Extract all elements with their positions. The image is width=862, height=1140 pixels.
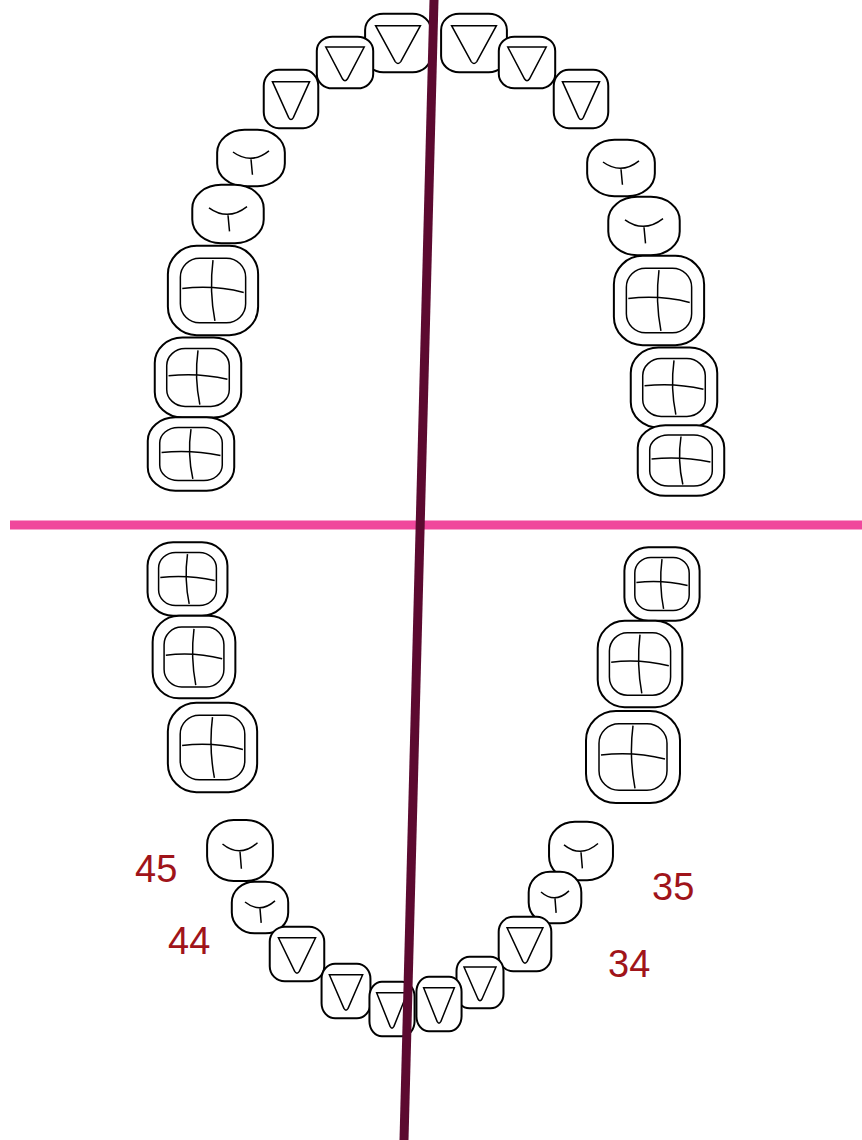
- tooth: [631, 348, 717, 428]
- tooth: [586, 711, 680, 803]
- tooth: [441, 14, 507, 72]
- tooth: [155, 338, 241, 418]
- tooth: [614, 256, 704, 345]
- callout-number: 44: [168, 922, 210, 960]
- tooth: [457, 957, 504, 1009]
- tooth: [624, 547, 699, 620]
- tooth: [499, 37, 555, 89]
- tooth: [322, 964, 371, 1019]
- tooth: [153, 616, 236, 699]
- tooth: [499, 917, 552, 972]
- tooth: [638, 425, 724, 496]
- tooth: [529, 872, 582, 924]
- tooth: [587, 140, 655, 196]
- callout-number: 35: [652, 868, 694, 906]
- tooth: [217, 130, 285, 186]
- tooth: [598, 621, 683, 707]
- tooth: [264, 70, 319, 128]
- tooth: [168, 703, 257, 792]
- tooth: [232, 882, 288, 934]
- tooth: [270, 927, 325, 982]
- tooth: [608, 197, 679, 255]
- horizontal-divider: [10, 521, 862, 530]
- callout-number: 45: [135, 850, 177, 888]
- tooth: [148, 542, 228, 615]
- tooth: [192, 185, 263, 243]
- tooth: [554, 70, 609, 128]
- tooth: [148, 417, 234, 490]
- tooth: [168, 246, 258, 335]
- midline-divider: [404, 0, 434, 1140]
- tooth: [317, 37, 373, 89]
- tooth: [365, 14, 431, 72]
- tooth: [207, 820, 273, 881]
- tooth: [416, 977, 461, 1032]
- callout-number: 34: [608, 945, 650, 983]
